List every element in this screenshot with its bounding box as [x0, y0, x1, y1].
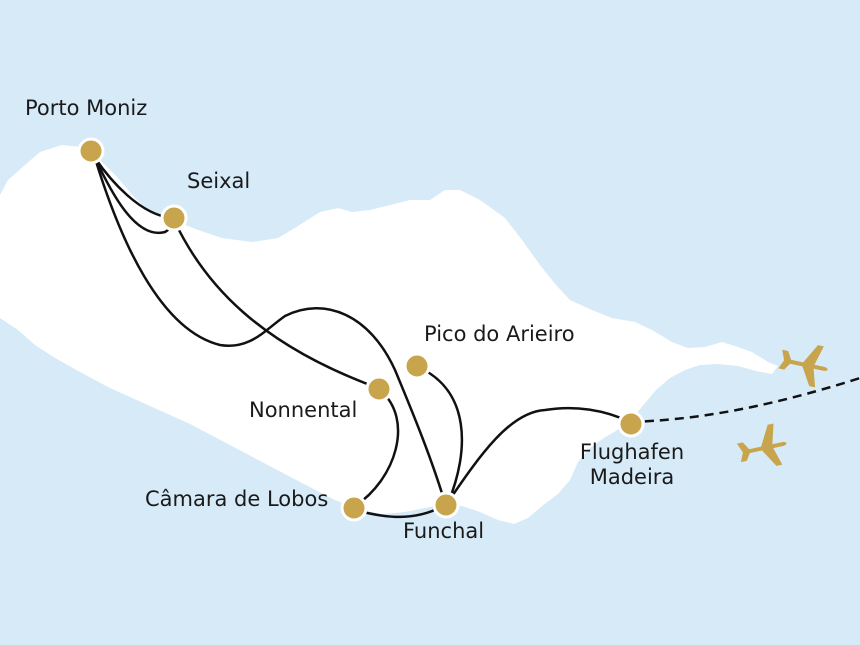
airplane-icon: [778, 345, 828, 388]
stop-nonnental: [365, 375, 393, 403]
label-pico-do-arieiro: Pico do Arieiro: [424, 322, 575, 346]
label-camara-de-lobos: Câmara de Lobos: [145, 487, 329, 511]
flight-path: [629, 376, 860, 424]
route-nonnental-camara: [353, 388, 400, 508]
label-airport-line2: Madeira: [589, 465, 675, 490]
island-madeira: [0, 145, 778, 524]
label-seixal: Seixal: [187, 169, 251, 193]
label-airport-line1: Flughafen: [579, 440, 685, 464]
stops: [77, 137, 645, 522]
label-funchal: Funchal: [403, 519, 485, 543]
airplane-icon: [736, 423, 787, 466]
stop-porto-moniz: [77, 137, 105, 165]
label-nonnental: Nonnental: [249, 398, 358, 422]
route-porto-moniz-west-loop: [93, 156, 447, 505]
stop-seixal: [160, 204, 188, 232]
stop-pico-do-arieiro: [403, 352, 431, 380]
route-lines: [93, 156, 632, 519]
label-airport: Flughafen Madeira: [568, 440, 696, 490]
route-pico-funchal: [416, 365, 464, 505]
stop-funchal: [432, 491, 460, 519]
label-porto-moniz: Porto Moniz: [25, 96, 148, 120]
route-seixal-nonnental: [173, 220, 380, 390]
route-funchal-airport: [446, 406, 632, 504]
stop-airport: [617, 410, 645, 438]
stop-camara-de-lobos: [340, 494, 368, 522]
